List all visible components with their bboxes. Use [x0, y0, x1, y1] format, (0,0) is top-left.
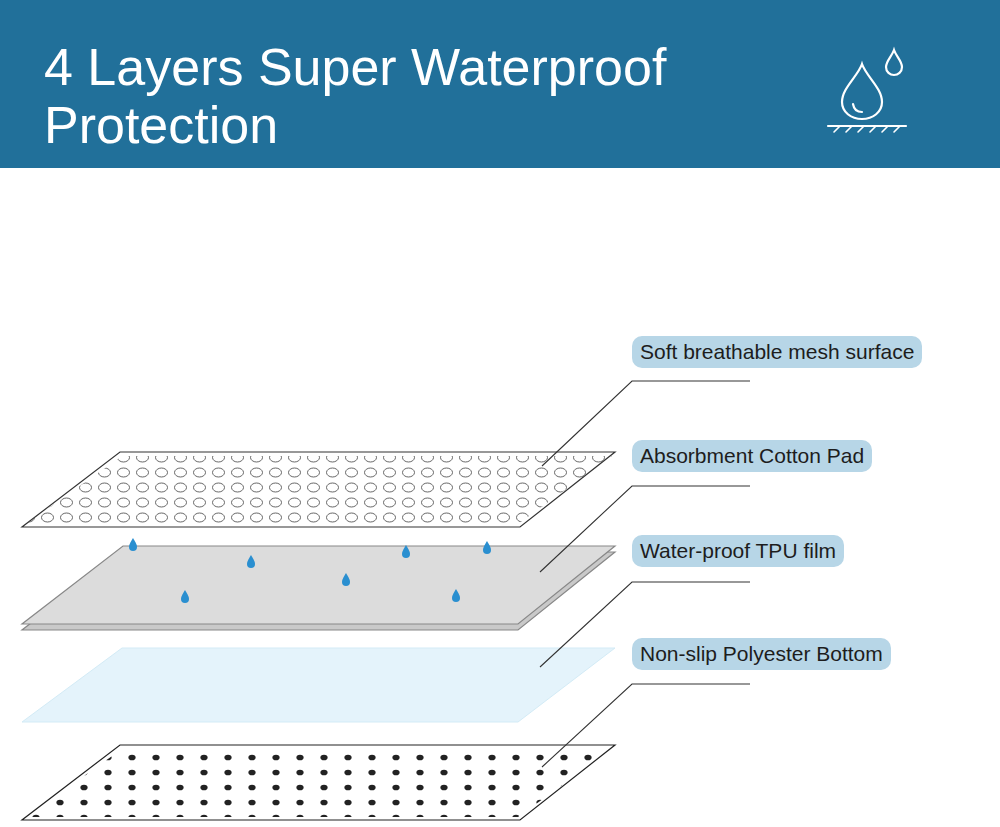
layer-label: Water-proof TPU film — [640, 539, 836, 562]
label-pill: Soft breathable mesh surface — [632, 336, 922, 368]
layer-label: Absorbment Cotton Pad — [640, 444, 864, 467]
layer-label: Non-slip Polyester Bottom — [640, 642, 883, 665]
label-pill: Water-proof TPU film — [632, 535, 844, 567]
waterproof-icon — [828, 50, 906, 132]
title: 4 Layers Super Waterproof Protection — [44, 38, 804, 154]
leader-lines — [540, 381, 750, 767]
label-pill: Absorbment Cotton Pad — [632, 440, 872, 472]
label-pill: Non-slip Polyester Bottom — [632, 638, 891, 670]
layer-label: Soft breathable mesh surface — [640, 340, 914, 363]
